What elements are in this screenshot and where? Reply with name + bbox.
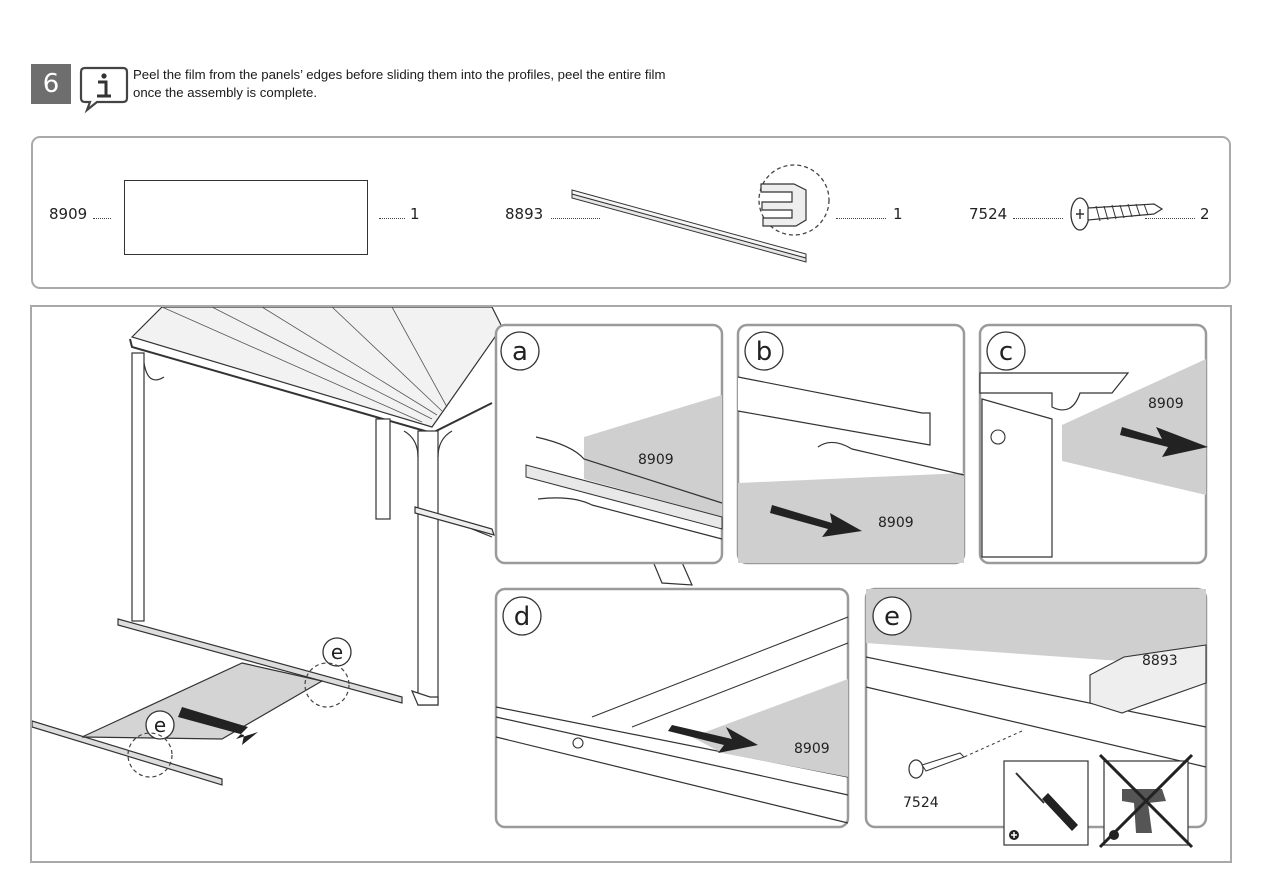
screwdriver-icon	[1003, 760, 1089, 846]
leader-dots	[379, 218, 405, 219]
svg-text:8909: 8909	[1148, 396, 1184, 412]
profile-icon	[571, 164, 830, 263]
part-code-8909: 8909	[49, 205, 88, 223]
svg-text:d: d	[514, 602, 531, 632]
screw-icon	[1070, 197, 1164, 231]
part-qty-8893: 1	[893, 205, 903, 223]
step-number: 6	[31, 64, 71, 104]
svg-text:7524: 7524	[903, 795, 939, 811]
part-code-8893: 8893	[505, 205, 544, 223]
parts-list-box	[31, 136, 1231, 289]
svg-text:8909: 8909	[638, 452, 674, 468]
leader-dots	[1013, 218, 1063, 219]
part-qty-7524: 2	[1200, 205, 1210, 223]
leader-dots	[551, 218, 600, 219]
svg-text:b: b	[756, 337, 773, 367]
detail-ring-e	[127, 732, 173, 778]
leader-dots	[1145, 218, 1195, 219]
note-line-2: once the assembly is complete.	[133, 85, 317, 100]
svg-text:8893: 8893	[1142, 653, 1178, 669]
note-line-1: Peel the film from the panels’ edges bef…	[133, 67, 666, 82]
detail-e: e 8893 7524	[864, 587, 1208, 829]
drill-icon	[1098, 753, 1194, 849]
detail-ring-e	[304, 662, 350, 708]
insert-arrow	[178, 707, 258, 745]
svg-text:8909: 8909	[878, 515, 914, 531]
callout-e-label: e	[331, 640, 343, 664]
gazebo-overview-drawing	[32, 307, 693, 786]
detail-c: c 8909	[978, 323, 1208, 565]
callout-e-label: e	[154, 713, 166, 737]
assembly-illustration-box: e e a 8909 b 8909 c 8909	[30, 305, 1232, 863]
detail-d: d 8909	[494, 587, 850, 829]
svg-text:c: c	[999, 337, 1013, 367]
instruction-note: Peel the film from the panels’ edges bef…	[133, 66, 665, 102]
svg-text:8909: 8909	[794, 741, 830, 757]
leader-dots	[93, 218, 111, 219]
detail-a: a 8909	[494, 323, 724, 565]
info-icon	[79, 66, 129, 114]
part-code-7524: 7524	[969, 205, 1008, 223]
svg-text:a: a	[512, 337, 528, 367]
part-qty-8909: 1	[410, 205, 420, 223]
panel-icon	[124, 180, 368, 255]
callout-e-circle	[145, 710, 175, 740]
svg-text:e: e	[884, 602, 900, 632]
leader-dots	[836, 218, 886, 219]
detail-b: b 8909	[736, 323, 966, 565]
